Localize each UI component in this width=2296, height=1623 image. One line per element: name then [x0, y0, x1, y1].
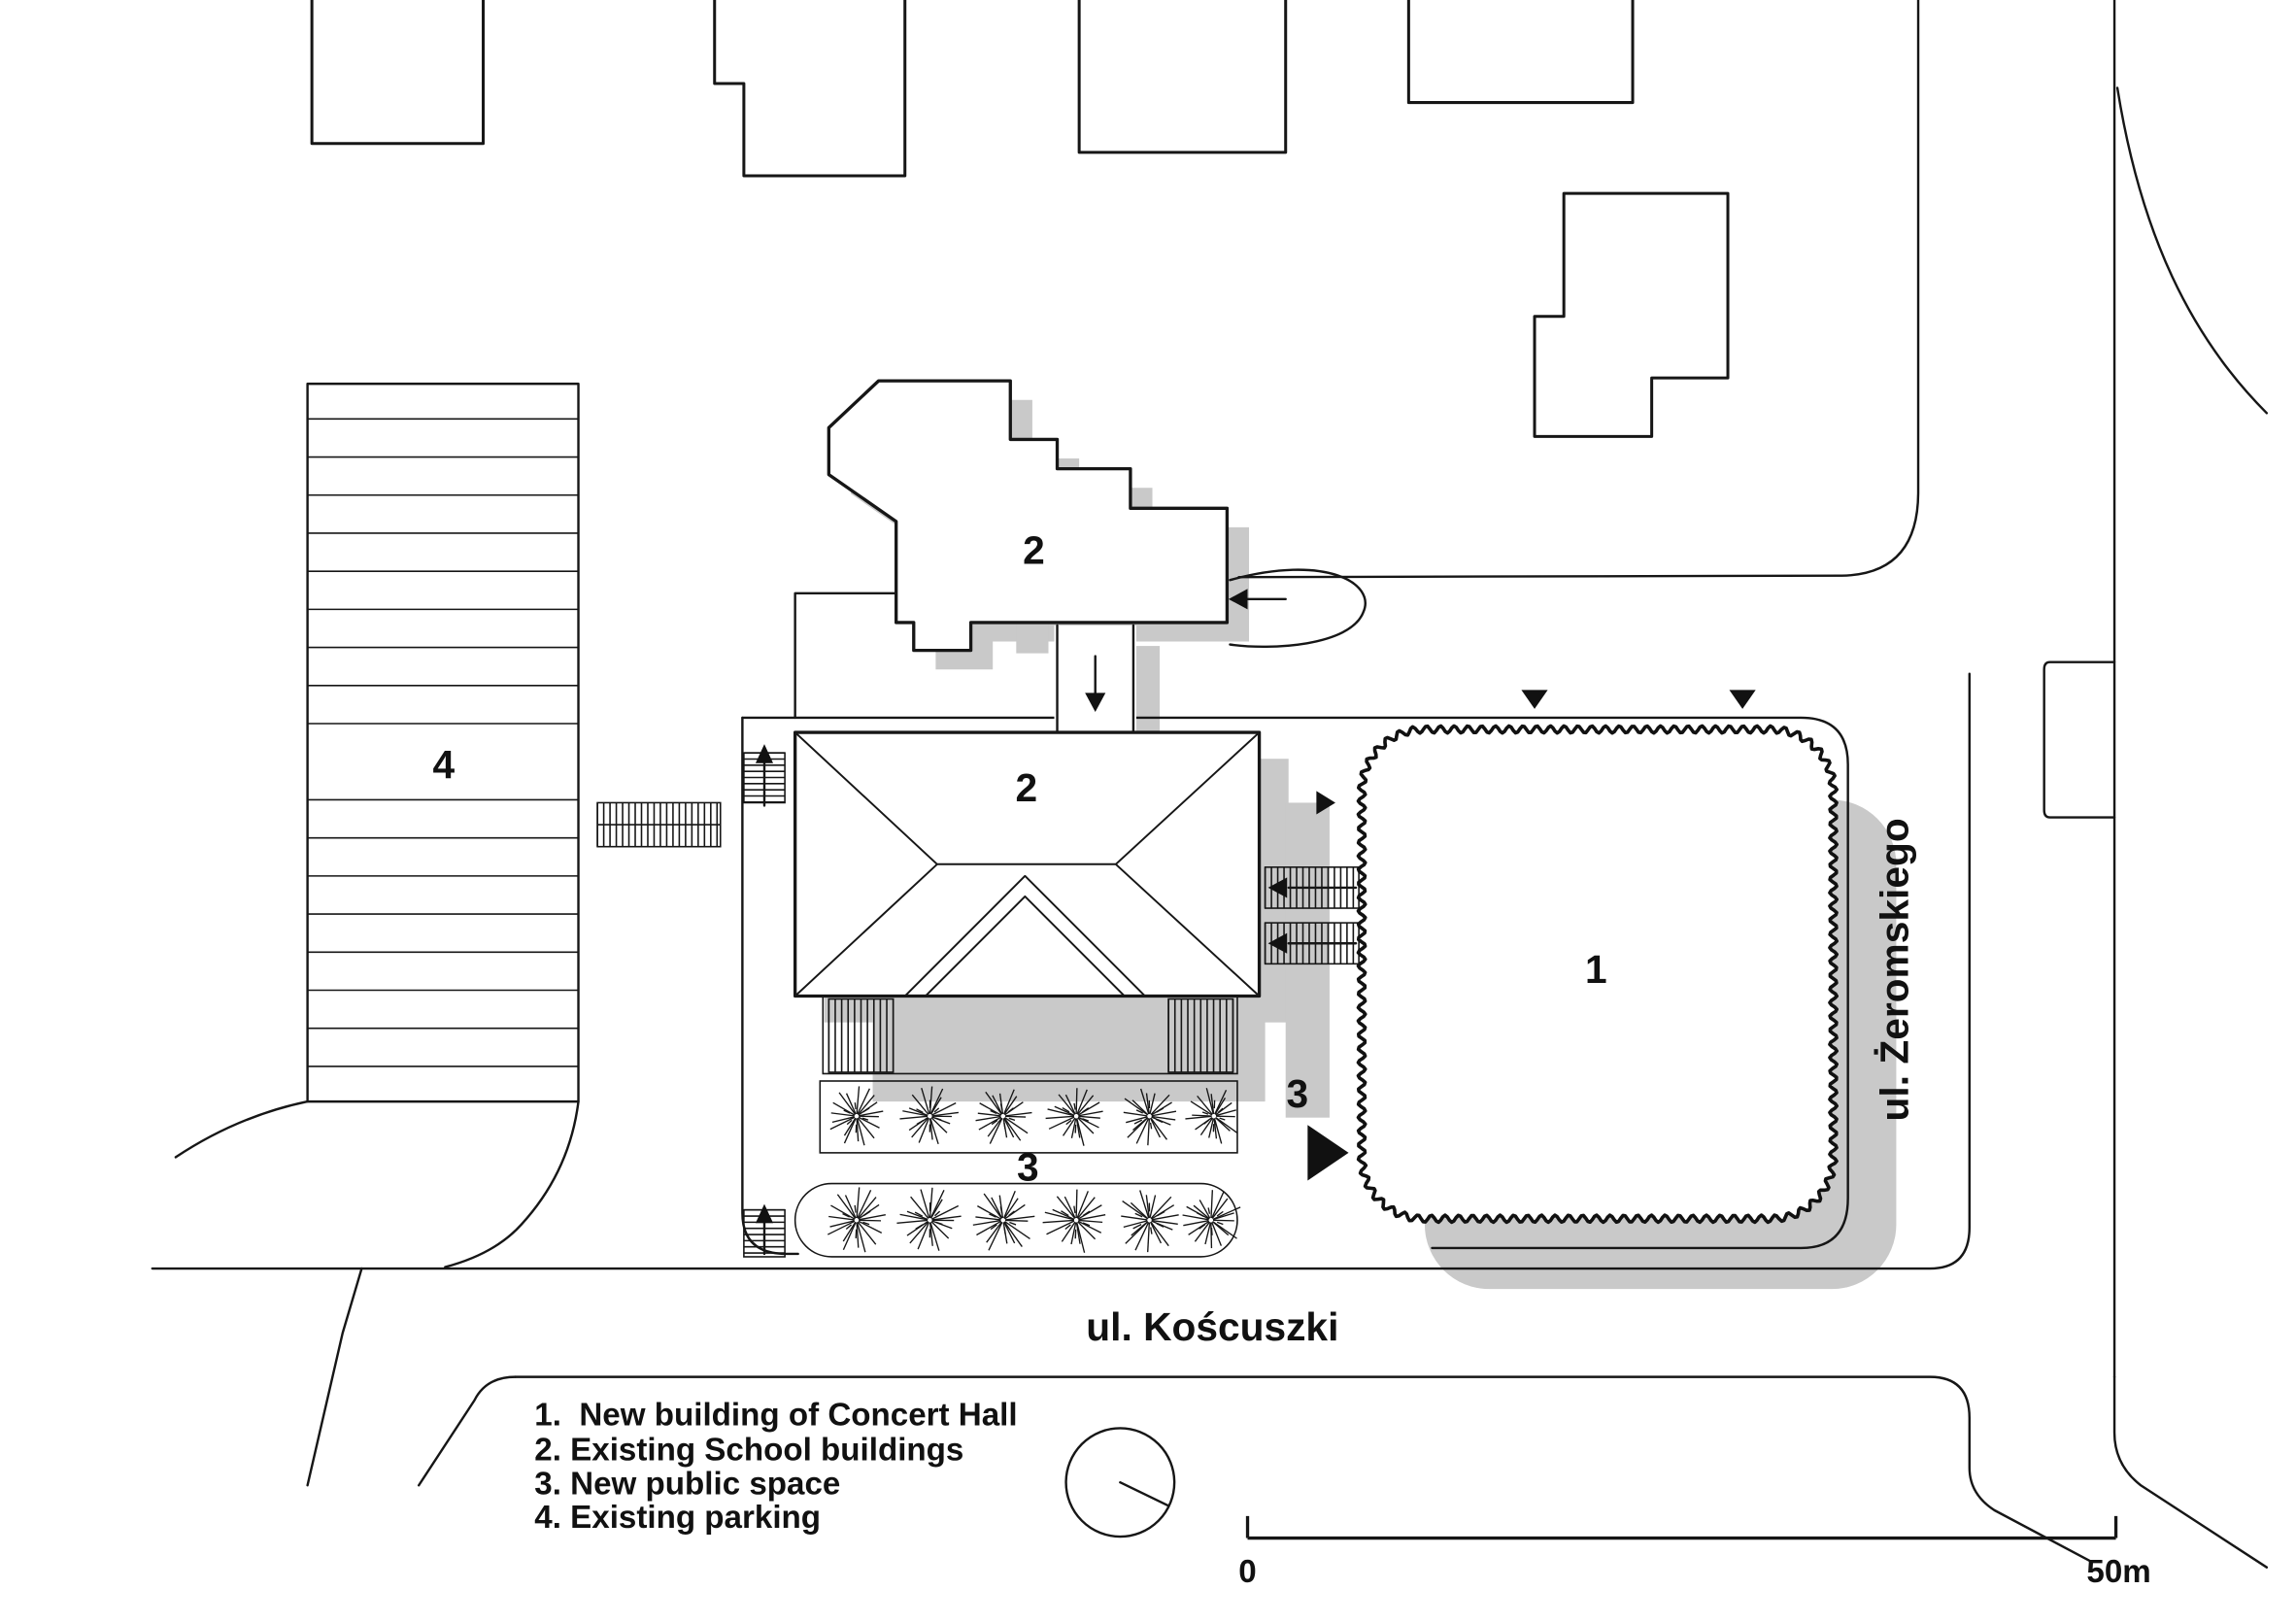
stairs-plaza-northwest [743, 744, 786, 807]
stairs-east-lower [1264, 922, 1360, 965]
corridor-side-block [1016, 624, 1049, 654]
street-south-top-edge [151, 672, 1971, 1270]
stairs-parking-link [596, 801, 722, 848]
stairs-east-upper [1264, 866, 1360, 909]
context-building-2 [713, 0, 907, 178]
tree-row-upper [819, 1080, 1238, 1154]
entrance-markers [1307, 690, 1756, 1181]
concert-hall: 1 [1356, 724, 1840, 1225]
plaza-block-outline [741, 716, 1849, 1250]
plaza-west-edge [741, 716, 799, 1256]
parking-stalls-upper [307, 418, 579, 725]
context-building-3 [1077, 0, 1288, 154]
school-west-boundary [793, 592, 909, 720]
turning-loop [1228, 568, 1367, 649]
parking-access-curve-left [174, 1099, 309, 1159]
school-roof-lines [793, 731, 1261, 997]
entrance-terrace [822, 996, 1238, 1075]
trees-lower [827, 1187, 1241, 1253]
street-fork-left-b [306, 1267, 363, 1487]
school-upper-building: 2 [827, 379, 1230, 653]
corridor-entry-arrow [1085, 693, 1106, 712]
street-east-label: ul. Żeromskiego [1872, 818, 1916, 1121]
concert-hall-number-label: 1 [1585, 947, 1607, 992]
street-fork-left-a [417, 1375, 517, 1487]
street-east-parking-pocket [2043, 660, 2116, 819]
street-east-left-edge [1237, 0, 1920, 579]
hall-north-entry-marker-1 [1521, 690, 1548, 709]
street-south-label: ul. Koścuszki [1086, 1304, 1338, 1349]
east-stairs-shadow [1285, 802, 1330, 1118]
legend-item-1: 1. New building of Concert Hall [534, 1397, 1017, 1433]
legend: 1. New building of Concert Hall 2. Exist… [534, 1397, 1017, 1536]
stairs-plaza-southwest [743, 1203, 786, 1258]
street-labels: ul. Koścuszki ul. Żeromskiego [1086, 818, 1916, 1349]
school-upper-outline [827, 379, 1230, 653]
parking-number-label: 4 [433, 742, 456, 787]
public-space-labels: 3 3 [1017, 1071, 1308, 1189]
parking-lot: 4 [306, 382, 580, 1103]
hall-north-entry-marker-2 [1729, 690, 1756, 709]
north-circle [1064, 1427, 1176, 1538]
trees-upper [829, 1086, 1238, 1146]
public-space-east-label: 3 [1286, 1071, 1308, 1116]
school-gable [904, 874, 1146, 997]
street-east-top-sweep [2115, 86, 2269, 415]
public-space-south-label: 3 [1017, 1145, 1039, 1190]
context-building-1 [310, 0, 486, 146]
scale-end-label: 50m [2086, 1554, 2150, 1590]
context-building-5 [1533, 191, 1730, 438]
school-upper-number-label: 2 [1023, 528, 1045, 573]
school-lower-building: 2 [793, 730, 1262, 998]
parking-access-curve-right [444, 1099, 580, 1268]
porch-shadow [872, 1007, 1266, 1102]
street-south-bottom-edge [514, 1375, 2093, 1563]
loop-entry-arrow [1228, 589, 1248, 610]
parking-stalls-lower [307, 798, 579, 1067]
north-indicator [1064, 1427, 1176, 1538]
scale-bar: 0 50m [1238, 1515, 2151, 1590]
legend-item-4: 4. Existing parking [534, 1500, 821, 1536]
school-corridor [1054, 624, 1136, 734]
scale-start-label: 0 [1238, 1554, 1256, 1590]
school-lower-number-label: 2 [1016, 765, 1038, 810]
concert-hall-outline [1356, 724, 1840, 1225]
scale-bar-line [1245, 1515, 2118, 1540]
legend-item-2: 2. Existing School buildings [534, 1433, 963, 1469]
legend-item-3: 3. New public space [534, 1466, 840, 1502]
road-network [151, 0, 2269, 1569]
parking-outline [306, 382, 580, 1103]
street-east-lower-curve [2112, 1375, 2269, 1569]
hall-west-entry-marker [1316, 791, 1335, 815]
hall-main-entry-marker [1307, 1125, 1349, 1181]
north-needle [1119, 1481, 1170, 1507]
context-building-4 [1406, 0, 1635, 105]
tree-planter-lower [793, 1182, 1241, 1258]
context-buildings [310, 0, 1730, 438]
